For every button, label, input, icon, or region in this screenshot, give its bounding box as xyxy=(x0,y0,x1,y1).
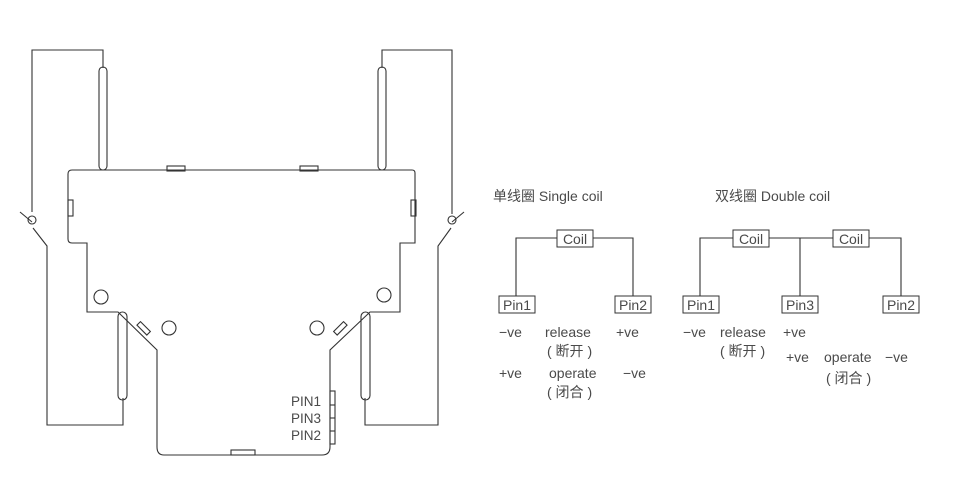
single-row1-mid2: ( 断开 ) xyxy=(547,343,592,359)
slant-tab-left xyxy=(136,320,152,336)
double-row1-left: −ve xyxy=(683,324,706,340)
relay-body-outline xyxy=(67,169,416,456)
relay-drawing: PIN1 PIN3 PIN2 xyxy=(19,49,465,456)
double-coil1-label: Coil xyxy=(739,231,763,247)
pin-label-3: PIN2 xyxy=(291,428,321,443)
single-pin1-label: Pin1 xyxy=(503,297,531,313)
double-pin3-label: Pin3 xyxy=(786,297,814,313)
single-pin1-box xyxy=(498,295,536,314)
hole-inner-left xyxy=(161,320,177,336)
mount-hole-left xyxy=(93,289,109,305)
double-pin1-label: Pin1 xyxy=(687,297,715,313)
double-coil-title: 双线圈 Double coil xyxy=(715,188,830,204)
single-row2-mid: operate xyxy=(549,365,597,381)
double-pin2-label: Pin2 xyxy=(887,297,915,313)
left-contact-blade xyxy=(19,211,33,223)
double-row2-right: −ve xyxy=(885,349,908,365)
single-coil-title: 单线圈 Single coil xyxy=(493,188,603,204)
double-coil1-box xyxy=(732,229,770,248)
single-wire-right xyxy=(593,237,634,296)
upper-left-terminal xyxy=(98,66,108,171)
single-row2-mid2: ( 闭合 ) xyxy=(547,384,592,400)
double-coil2-label: Coil xyxy=(839,231,863,247)
single-coil-box xyxy=(556,229,594,248)
single-coil-label: Coil xyxy=(563,231,587,247)
single-row1-left: −ve xyxy=(499,324,522,340)
lower-left-terminal xyxy=(117,311,128,401)
right-lower-lead xyxy=(364,227,452,426)
pin-label-2: PIN3 xyxy=(291,411,321,426)
slant-tab-right xyxy=(332,320,348,336)
left-upper-lead xyxy=(31,49,104,212)
double-row1-right: +ve xyxy=(783,324,806,340)
double-row2-mid2: ( 闭合 ) xyxy=(826,370,871,386)
single-pin2-box xyxy=(614,295,652,314)
right-contact-pivot xyxy=(447,215,457,225)
right-upper-lead xyxy=(381,49,453,214)
double-wire-left xyxy=(699,237,733,296)
double-pin2-box xyxy=(882,295,920,314)
double-pin1-box xyxy=(682,295,720,314)
lower-right-terminal xyxy=(360,311,371,401)
double-row1-mid: release xyxy=(720,324,766,340)
single-coil-schematic: 单线圈 Single coil Coil Pin1 Pin2 −ve relea… xyxy=(493,188,652,400)
double-row1-mid2: ( 断开 ) xyxy=(720,343,765,359)
double-row2-mid: operate xyxy=(824,349,872,365)
single-row1-mid: release xyxy=(545,324,591,340)
upper-right-terminal xyxy=(377,66,387,171)
top-tab-right xyxy=(299,165,319,172)
pin-label-1: PIN1 xyxy=(291,394,321,409)
side-tab-left xyxy=(67,199,74,217)
hole-inner-right xyxy=(309,320,325,336)
left-lower-lead xyxy=(32,227,124,426)
double-coil2-box xyxy=(832,229,870,248)
single-row2-right: −ve xyxy=(623,365,646,381)
mount-hole-right xyxy=(376,287,392,303)
double-wire-right xyxy=(869,237,902,296)
double-row2-left: +ve xyxy=(786,349,809,365)
double-coil-schematic: 双线圈 Double coil Coil Coil Pin1 Pin3 Pin2… xyxy=(682,188,920,386)
single-row1-right: +ve xyxy=(616,324,639,340)
right-contact-blade xyxy=(451,211,465,223)
single-row2-left: +ve xyxy=(499,365,522,381)
single-wire-left xyxy=(515,237,557,296)
single-pin2-label: Pin2 xyxy=(619,297,647,313)
side-tab-right xyxy=(410,199,417,217)
bottom-tab xyxy=(230,449,256,456)
top-tab-left xyxy=(166,165,186,172)
double-pin3-box xyxy=(781,295,819,314)
left-contact-pivot xyxy=(27,215,37,225)
